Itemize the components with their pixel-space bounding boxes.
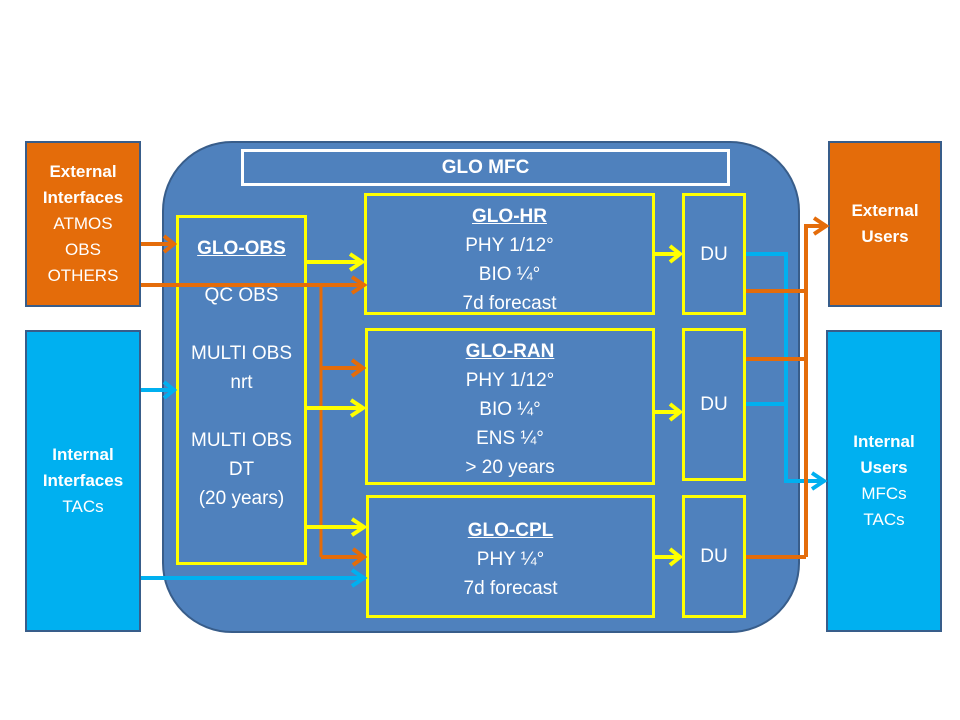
external-interfaces-item: OTHERS [47,266,119,285]
glo-obs-line: (20 years) [198,488,285,509]
internal-interfaces-heading-1: Internal [52,445,114,464]
internal-users-box: Internal Users MFCs TACs [826,330,942,632]
glo-ran-line: BIO ¼° [479,399,541,420]
external-interfaces-heading-1: External [49,162,117,181]
glo-hr-line: 7d forecast [462,293,557,314]
glo-ran-box: GLO-RAN PHY 1/12° BIO ¼° ENS ¼° > 20 yea… [365,328,655,485]
internal-interfaces-box: Internal Interfaces TACs [25,330,141,632]
glo-obs-line: MULTI OBS [191,430,292,451]
external-users-heading-2: Users [861,227,909,246]
du-label: DU [700,243,728,265]
orange-du-bus [804,224,826,557]
du-label: DU [700,394,728,415]
glo-cpl-title: GLO-CPL [467,520,554,541]
internal-interfaces-item: TACs [62,497,104,516]
arrowhead [812,216,830,236]
external-users-heading-1: External [851,201,919,220]
external-interfaces-item: OBS [65,240,101,259]
external-interfaces-item: ATMOS [53,214,113,233]
glo-hr-title: GLO-HR [472,206,547,227]
glo-ran-line: > 20 years [465,457,555,478]
glo-hr-line: BIO ¼° [478,264,541,285]
du-box-ran: DU [682,328,746,481]
glo-mfc-title: GLO MFC [241,149,730,186]
arrowhead [810,471,828,491]
external-users-box: External Users [828,141,942,307]
glo-hr-line: PHY 1/12° [465,235,554,256]
internal-users-heading-1: Internal [853,432,915,451]
glo-hr-box: GLO-HR PHY 1/12° BIO ¼° 7d forecast [364,193,655,315]
glo-mfc-container [162,141,800,633]
glo-cpl-box: GLO-CPL PHY ¼° 7d forecast [366,495,655,618]
glo-cpl-line: 7d forecast [463,578,558,599]
internal-users-item: TACs [863,510,905,529]
internal-users-heading-2: Users [860,458,908,477]
internal-users-item: MFCs [861,484,907,503]
glo-obs-line: DT [228,459,255,480]
glo-obs-line: nrt [230,372,253,393]
external-interfaces-box: External Interfaces ATMOS OBS OTHERS [25,141,141,307]
glo-obs-line: QC OBS [204,285,279,306]
internal-interfaces-heading-2: Interfaces [42,471,124,490]
external-interfaces-heading-2: Interfaces [42,188,124,207]
glo-obs-line: MULTI OBS [191,343,292,364]
du-box-cpl: DU [682,495,746,618]
glo-obs-title: GLO-OBS [197,238,286,259]
glo-ran-line: ENS ¼° [476,428,544,449]
glo-obs-box: GLO-OBS QC OBS MULTI OBS nrt MULTI OBS D… [176,215,307,565]
du-box-hr: DU [682,193,746,315]
glo-ran-title: GLO-RAN [465,341,555,362]
glo-cpl-line: PHY ¼° [476,549,545,570]
du-label: DU [700,546,728,567]
glo-ran-line: PHY 1/12° [465,370,555,391]
